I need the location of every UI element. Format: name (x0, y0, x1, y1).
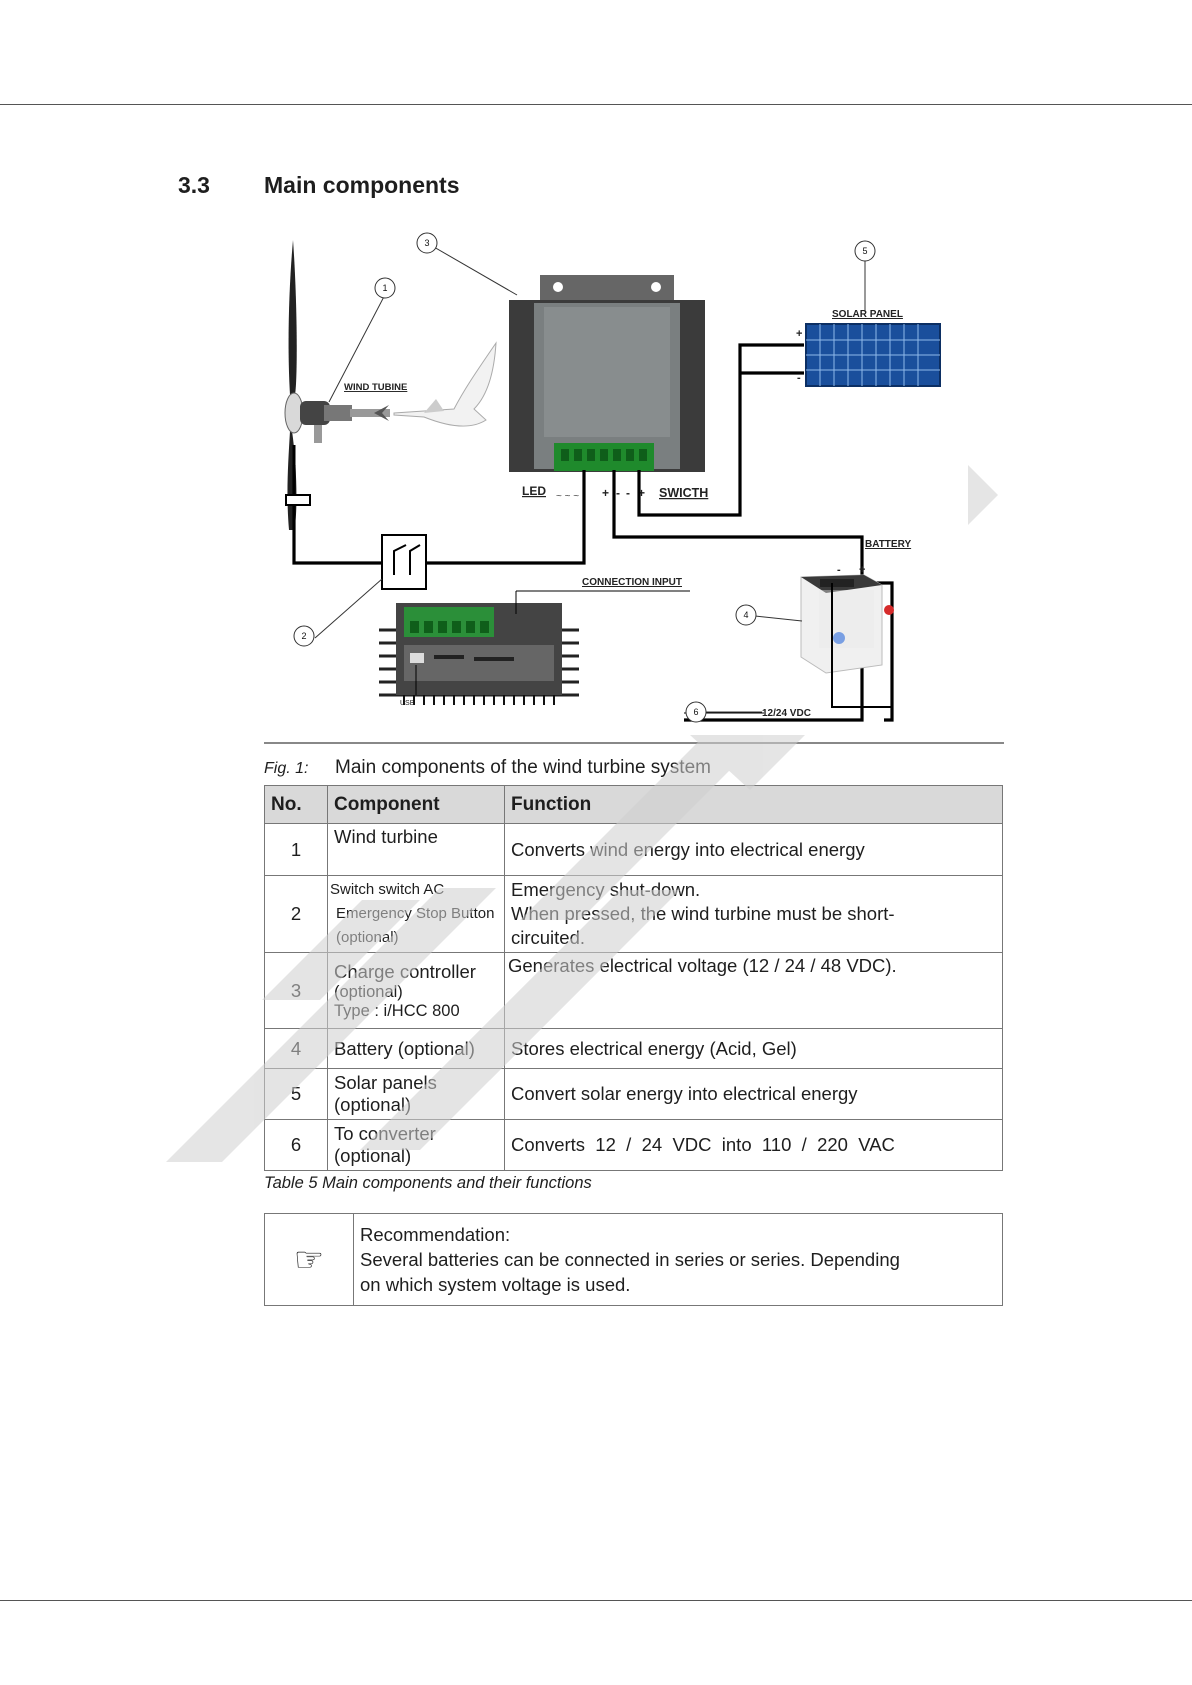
callout-4: 4 (743, 610, 748, 620)
diagram-label-switch: SWICTH (659, 486, 708, 500)
header-component: Component (327, 785, 505, 824)
component-line: Switch switch AC (330, 881, 445, 898)
callout-6: 6 (693, 707, 698, 717)
row-no: 6 (264, 1119, 328, 1171)
callout-2: 2 (301, 631, 306, 641)
row-component: Battery (optional) (327, 1028, 505, 1069)
charge-controller-illustration (509, 275, 705, 472)
diagram-label-voltage: 12/24 VDC (762, 708, 811, 719)
function-line: Emergency shut-down. (511, 879, 701, 900)
diagram-label-usb: USB (400, 700, 415, 707)
header-function: Function (504, 785, 1003, 824)
row-function: Stores electrical energy (Acid, Gel) (504, 1028, 1003, 1069)
component-line: Battery (optional) (334, 1037, 475, 1059)
diagram-label-battery-plus: + (859, 564, 865, 576)
wind-system-diagram: WIND TUBINE LED ~ ~ ~ + - - + SWICTH (284, 232, 941, 723)
battery-illustration (800, 574, 894, 674)
row-component: Switch switch AC Emergency Stop Button (… (327, 875, 505, 953)
function-line: Converts wind energy into electrical ene… (511, 838, 865, 860)
diagram-label-led: LED (522, 484, 546, 498)
row-no: 1 (264, 823, 328, 876)
function-line: circuited. (511, 927, 586, 948)
row-component: Solar panels (optional) (327, 1068, 505, 1120)
row-no: 3 (264, 952, 328, 1029)
component-line: Wind turbine (334, 826, 438, 847)
diagram-label-wind-turbine: WIND TUBINE (344, 382, 407, 393)
component-line: To converter (334, 1123, 436, 1144)
function-line: Generates electrical voltage (12 / 24 / … (508, 955, 897, 976)
function-line: Converts 12 / 24 VDC into 110 / 220 VAC (511, 1134, 895, 1155)
header-rule (0, 104, 1192, 105)
section-title: Main components (264, 172, 460, 198)
figure-caption-text: Main components of the wind turbine syst… (335, 757, 711, 778)
diagram-label-ac: ~ ~ ~ (556, 491, 579, 502)
diagram-label-solar-panel: SOLAR PANEL (832, 309, 903, 320)
row-function: Emergency shut-down. When pressed, the w… (504, 875, 1003, 953)
row-function: Generates electrical voltage (12 / 24 / … (504, 952, 1003, 1029)
pointing-hand-icon: ☞ (264, 1213, 354, 1306)
figure-rule (264, 742, 1004, 744)
recommendation-title: Recommendation: (360, 1224, 511, 1245)
recommendation-line: Several batteries can be connected in se… (360, 1249, 900, 1270)
diagram-label-minus-2: - (626, 486, 630, 500)
solar-panel-illustration (805, 323, 941, 387)
function-line: Convert solar energy into electrical ene… (511, 1083, 858, 1104)
callout-5: 5 (862, 246, 867, 256)
table-caption: Table 5 Main components and their functi… (264, 1174, 592, 1192)
diagram-label-solar-minus: - (797, 372, 801, 384)
component-line: Charge controller (334, 960, 476, 982)
components-table: No. Component Function 1 Wind turbine Co… (264, 785, 1003, 1171)
function-line: Stores electrical energy (Acid, Gel) (511, 1037, 797, 1059)
header-no: No. (264, 785, 328, 824)
table-row: 5 Solar panels (optional) Convert solar … (264, 1068, 1003, 1120)
row-component: Charge controller (optional) Type : i/HC… (327, 952, 505, 1029)
component-line: (optional) (334, 1145, 412, 1166)
diagram-label-battery: BATTERY (865, 539, 911, 550)
table-header-row: No. Component Function (264, 785, 1003, 824)
diagram-label-solar-plus: + (796, 328, 802, 340)
diagram-label-plus-2: + (638, 486, 645, 500)
row-component: To converter (optional) (327, 1119, 505, 1171)
recommendation-text: Recommendation: Several batteries can be… (353, 1213, 1003, 1306)
function-line: When pressed, the wind turbine must be s… (511, 903, 895, 924)
recommendation-box: ☞ Recommendation: Several batteries can … (264, 1213, 1003, 1306)
row-component: Wind turbine (327, 823, 505, 876)
emergency-switch-illustration (381, 534, 427, 590)
controller-bottom-illustration (379, 603, 579, 705)
diagram-label-minus-1: - (616, 486, 620, 500)
component-line: Type : i/HCC 800 (334, 1001, 460, 1020)
component-line: (optional) (336, 929, 399, 946)
row-function: Converts 12 / 24 VDC into 110 / 220 VAC (504, 1119, 1003, 1171)
table-row: 2 Switch switch AC Emergency Stop Button… (264, 875, 1003, 953)
row-function: Convert solar energy into electrical ene… (504, 1068, 1003, 1120)
diagram-label-connection-input: CONNECTION INPUT (582, 577, 682, 588)
footer-rule (0, 1600, 1192, 1601)
figure-caption: Fig. 1: Main components of the wind turbi… (264, 757, 711, 779)
table-row: 3 Charge controller (optional) Type : i/… (264, 952, 1003, 1029)
diagram-label-battery-minus: - (837, 564, 841, 576)
wind-turbine-illustration (284, 240, 497, 530)
section-number: 3.3 (178, 172, 210, 198)
row-function: Converts wind energy into electrical ene… (504, 823, 1003, 876)
component-line: (optional) (334, 982, 403, 1001)
table-row: 6 To converter (optional) Converts 12 / … (264, 1119, 1003, 1171)
callout-1: 1 (382, 283, 387, 293)
component-line: Solar panels (334, 1072, 437, 1093)
component-line: Emergency Stop Button (336, 905, 495, 922)
component-line: (optional) (334, 1094, 412, 1115)
table-row: 4 Battery (optional) Stores electrical e… (264, 1028, 1003, 1069)
figure-label: Fig. 1: (264, 760, 309, 777)
callout-3: 3 (424, 238, 429, 248)
diagram-label-plus-1: + (602, 486, 609, 500)
recommendation-line: on which system voltage is used. (360, 1274, 631, 1295)
row-no: 5 (264, 1068, 328, 1120)
table-row: 1 Wind turbine Converts wind energy into… (264, 823, 1003, 876)
row-no: 4 (264, 1028, 328, 1069)
row-no: 2 (264, 875, 328, 953)
